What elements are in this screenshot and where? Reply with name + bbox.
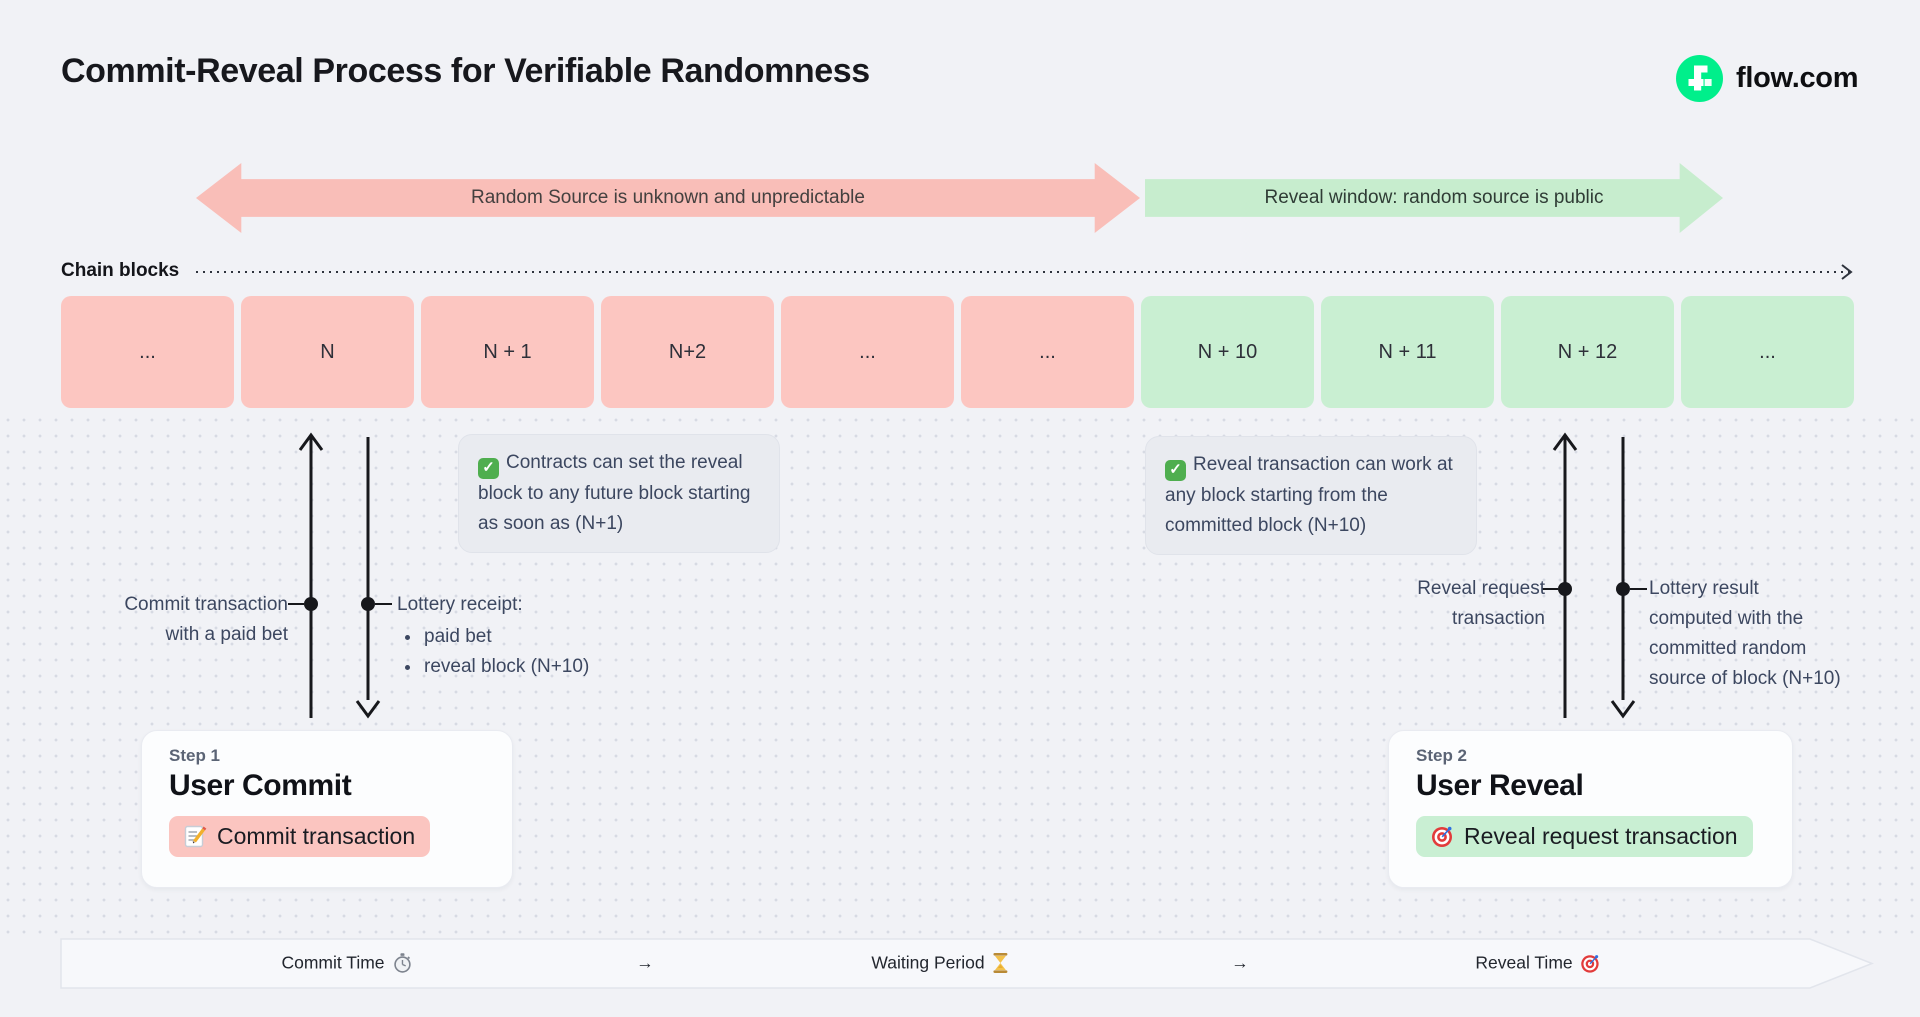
lottery-receipt-annotation: Lottery receipt: paid bet reveal block (… [397, 590, 589, 682]
annotation-line: transaction [1452, 608, 1545, 629]
annotation-line: computed with the [1649, 608, 1804, 629]
footer-item-waiting-period: Waiting Period [871, 953, 1008, 974]
block-label: ... [1759, 340, 1776, 363]
footer-arrow-glyph: → [1231, 953, 1249, 974]
reveal-request-annotation: Reveal request transaction [1417, 574, 1545, 634]
annotation-line: Commit transaction [124, 594, 288, 615]
footer-label: Reveal Time [1475, 952, 1573, 973]
page-title: Commit-Reveal Process for Verifiable Ran… [61, 52, 870, 90]
step1-label: Step 1 [169, 746, 221, 765]
footer-arrow-glyph: → [636, 953, 654, 974]
block-label: N+2 [668, 340, 707, 363]
note-reveal-window: ✓Reveal transaction can work at any bloc… [1145, 436, 1477, 555]
arrow-right-glyph: → [1231, 952, 1249, 973]
step2-card: Step 2 User Reveal Reveal request transa… [1388, 730, 1793, 888]
lottery-result-annotation: Lottery result computed with the committ… [1649, 574, 1841, 694]
reveal-request-badge: Reveal request transaction [1416, 816, 1753, 857]
check-icon: ✓ [1165, 459, 1186, 481]
target-icon [1431, 825, 1454, 848]
commit-transaction-badge: Commit transaction [169, 816, 431, 857]
step1-title: User Commit [169, 769, 352, 802]
block-label: N + 12 [1557, 340, 1618, 363]
receipt-list: paid bet reveal block (N+10) [397, 622, 589, 682]
flow-logo-icon [1676, 55, 1723, 102]
footer-item-reveal-time: Reveal Time [1475, 953, 1600, 974]
chain-block: N + 11 [1321, 296, 1494, 408]
annotation-line: Reveal request [1417, 578, 1545, 599]
brand: flow.com [1676, 55, 1859, 102]
arrow-right-glyph: → [636, 952, 654, 973]
chain-block: N + 12 [1501, 296, 1674, 408]
chain-block: ... [1681, 296, 1854, 408]
annotation-line: source of block (N+10) [1649, 668, 1841, 689]
unknown-phase-label: Random Source is unknown and unpredictab… [471, 187, 865, 208]
footer-item-commit-time: Commit Time [281, 953, 412, 974]
block-label: N [320, 340, 335, 363]
chain-block: ... [781, 296, 954, 408]
brand-name: flow.com [1736, 62, 1859, 94]
note-text: Contracts can set the reveal block to an… [478, 452, 751, 534]
block-label: ... [859, 340, 876, 363]
target-icon [1581, 953, 1601, 973]
unknown-phase-arrow: Random Source is unknown and unpredictab… [196, 163, 1140, 233]
annotation-line: Lottery result [1649, 578, 1759, 599]
block-label: ... [139, 340, 156, 363]
reveal-window-arrow: Reveal window: random source is public [1145, 163, 1723, 233]
memo-icon [184, 825, 207, 848]
note-commit-window: ✓Contracts can set the reveal block to a… [458, 434, 780, 553]
step1-card: Step 1 User Commit Commit transaction [141, 730, 513, 888]
check-icon: ✓ [478, 457, 499, 479]
step2-label: Step 2 [1416, 746, 1468, 765]
stopwatch-icon [393, 953, 413, 974]
annotation-line: with a paid bet [165, 624, 288, 645]
hourglass-icon [993, 953, 1009, 974]
reveal-window-label: Reveal window: random source is public [1264, 187, 1604, 208]
footer-label: Waiting Period [871, 952, 985, 973]
block-label: N + 10 [1197, 340, 1258, 363]
chain-block: N [241, 296, 414, 408]
footer-label: Commit Time [281, 952, 385, 973]
note-text: Reveal transaction can work at any block… [1165, 454, 1453, 536]
chain-arrowhead-icon [1841, 264, 1853, 280]
chain-block: ... [61, 296, 234, 408]
chain-blocks-label: Chain blocks [61, 260, 180, 281]
step2-title: User Reveal [1416, 769, 1584, 802]
chain-block: N + 10 [1141, 296, 1314, 408]
commit-transaction-annotation: Commit transaction with a paid bet [124, 590, 288, 650]
chain-block: N+2 [601, 296, 774, 408]
receipt-item: reveal block (N+10) [422, 652, 589, 682]
badge-label: Reveal request transaction [1464, 823, 1738, 849]
chain-block: N + 1 [421, 296, 594, 408]
annotation-title: Lottery receipt: [397, 594, 523, 615]
receipt-item: paid bet [422, 622, 589, 652]
block-label: ... [1039, 340, 1056, 363]
chain-block: ... [961, 296, 1134, 408]
badge-label: Commit transaction [217, 823, 416, 849]
footer-timeline-bar [60, 938, 1875, 989]
block-label: N + 1 [483, 340, 532, 363]
block-label: N + 11 [1378, 340, 1437, 363]
annotation-line: committed random [1649, 638, 1807, 659]
